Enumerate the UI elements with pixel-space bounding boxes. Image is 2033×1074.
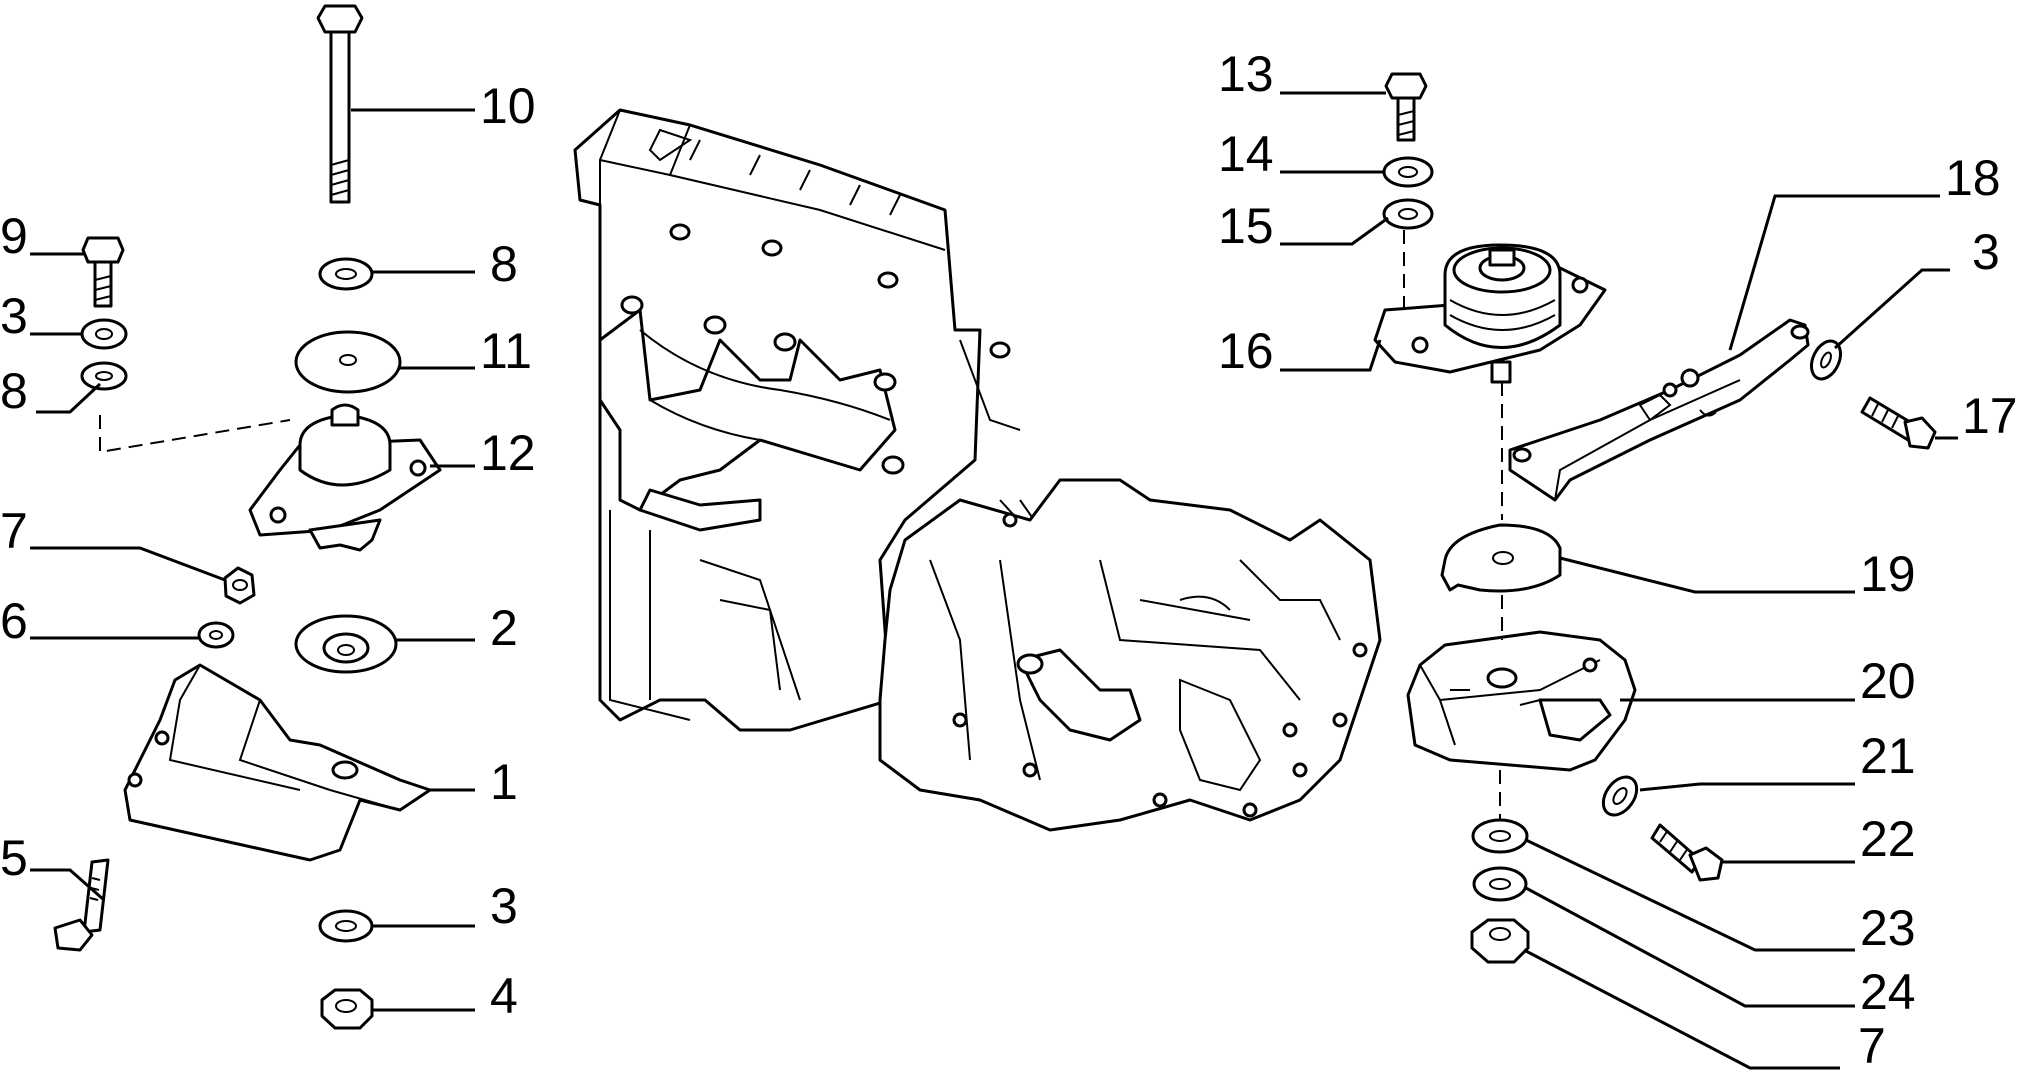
rubber-mount-part-16 [1373, 243, 1607, 384]
callout-8: 8 [490, 236, 518, 292]
callout-3: 3 [1972, 224, 2000, 280]
callout-13: 13 [1218, 46, 1274, 102]
callout-16: 16 [1218, 323, 1274, 379]
washer-part-21 [1601, 775, 1639, 817]
callout-15: 15 [1218, 198, 1274, 254]
washer-part-6 [197, 621, 235, 649]
callout-21: 21 [1860, 728, 1916, 784]
washer-part-23 [1471, 818, 1529, 854]
bracket-part-1 [123, 663, 432, 862]
callout-2: 2 [490, 600, 518, 656]
bolt-part-9 [81, 236, 125, 308]
washer-part-3-left [318, 909, 374, 943]
callout-10: 10 [480, 78, 536, 134]
callout-17: 17 [1962, 388, 2018, 444]
plate-part-11 [294, 330, 402, 394]
callout-3: 3 [0, 288, 28, 344]
callout-24: 24 [1860, 964, 1916, 1020]
washer-part-8-left [80, 361, 128, 391]
mount-bracket-part-20 [1406, 630, 1637, 772]
assembly-axis-lines [99, 230, 1503, 820]
callout-20: 20 [1860, 653, 1916, 709]
split-washer-part-3-left-top [80, 318, 128, 350]
callout-7: 7 [0, 503, 28, 559]
bracket-part-18 [1508, 318, 1810, 502]
washer-part-15 [1382, 198, 1434, 230]
plate-part-19 [1440, 523, 1562, 593]
callout-7: 7 [1858, 1018, 1886, 1074]
bolt-part-13 [1384, 72, 1428, 142]
callout-18: 18 [1945, 150, 2001, 206]
nut-part-4 [320, 988, 374, 1030]
engine-gearbox-assembly [573, 108, 1382, 832]
split-washer-part-14 [1382, 156, 1434, 188]
callout-6: 6 [0, 593, 28, 649]
callout-8: 8 [0, 363, 28, 419]
long-bolt-part-10 [316, 4, 364, 204]
callout-5: 5 [0, 830, 28, 886]
callout-3: 3 [490, 878, 518, 934]
callout-labels: 10 8 11 12 2 1 3 4 9 3 8 7 6 5 13 14 15 … [0, 46, 2018, 1074]
callout-22: 22 [1860, 811, 1916, 867]
split-washer-part-24 [1472, 866, 1528, 902]
callout-12: 12 [480, 425, 536, 481]
bolt-part-22 [1650, 823, 1724, 882]
washer-part-8 [318, 257, 374, 291]
washer-part-3-right [1809, 339, 1843, 381]
callout-9: 9 [0, 208, 28, 264]
callout-14: 14 [1218, 126, 1274, 182]
callout-23: 23 [1860, 900, 1916, 956]
cup-part-2 [294, 614, 398, 674]
callout-1: 1 [490, 754, 518, 810]
bolt-part-5 [53, 858, 110, 952]
callout-11: 11 [480, 323, 532, 379]
nut-part-7-left [223, 566, 256, 605]
rubber-mount-part-12 [248, 403, 442, 552]
callout-4: 4 [490, 968, 518, 1024]
nut-part-7-right [1470, 918, 1530, 964]
callout-19: 19 [1860, 546, 1916, 602]
bolt-part-17 [1860, 396, 1937, 450]
leader-lines [30, 91, 1958, 1070]
